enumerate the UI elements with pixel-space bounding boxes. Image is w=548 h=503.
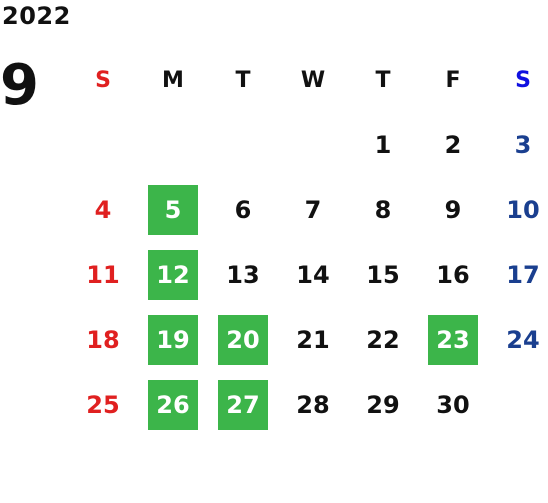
day-cell bbox=[488, 372, 548, 437]
day-cell: 30 bbox=[436, 390, 470, 419]
weekday-header-mon: M bbox=[162, 67, 184, 93]
day-cell: 3 bbox=[514, 130, 532, 159]
day-cell bbox=[138, 112, 208, 177]
day-cell: 12 bbox=[138, 242, 208, 307]
weekday-header-tue: T bbox=[235, 67, 251, 93]
calendar-grid: S M T W T F S 1 2 3 4 5 6 7 8 9 10 11 12… bbox=[68, 48, 548, 437]
day-cell: 18 bbox=[86, 325, 120, 354]
calendar-year: 2022 bbox=[2, 2, 71, 30]
highlighted-day: 20 bbox=[218, 314, 268, 365]
highlighted-day: 26 bbox=[148, 379, 198, 430]
day-cell: 22 bbox=[366, 325, 400, 354]
day-cell: 27 bbox=[208, 372, 278, 437]
day-cell: 8 bbox=[374, 195, 392, 224]
day-cell: 4 bbox=[94, 195, 112, 224]
highlighted-day: 19 bbox=[148, 314, 198, 365]
day-cell bbox=[278, 112, 348, 177]
day-cell: 20 bbox=[208, 307, 278, 372]
day-cell: 13 bbox=[226, 260, 260, 289]
day-cell: 26 bbox=[138, 372, 208, 437]
day-cell: 11 bbox=[86, 260, 120, 289]
day-cell: 10 bbox=[506, 195, 540, 224]
day-cell: 14 bbox=[296, 260, 330, 289]
weekday-header-thu: T bbox=[375, 67, 391, 93]
weekday-header-wed: W bbox=[300, 67, 326, 93]
day-cell: 7 bbox=[304, 195, 322, 224]
day-cell bbox=[208, 112, 278, 177]
day-cell: 9 bbox=[444, 195, 462, 224]
day-cell: 19 bbox=[138, 307, 208, 372]
day-cell: 2 bbox=[444, 130, 462, 159]
highlighted-day: 23 bbox=[428, 314, 478, 365]
weekday-header-sat: S bbox=[515, 67, 531, 93]
day-cell: 25 bbox=[86, 390, 120, 419]
day-cell: 16 bbox=[436, 260, 470, 289]
day-cell: 28 bbox=[296, 390, 330, 419]
day-cell: 29 bbox=[366, 390, 400, 419]
highlighted-day: 12 bbox=[148, 249, 198, 300]
weekday-header-sun: S bbox=[95, 67, 111, 93]
highlighted-day: 27 bbox=[218, 379, 268, 430]
day-cell bbox=[68, 112, 138, 177]
weekday-header-fri: F bbox=[445, 67, 461, 93]
day-cell: 17 bbox=[506, 260, 540, 289]
day-cell: 1 bbox=[374, 130, 392, 159]
calendar-month: 9 bbox=[0, 53, 39, 118]
day-cell: 6 bbox=[234, 195, 252, 224]
highlighted-day: 5 bbox=[148, 184, 198, 235]
day-cell: 15 bbox=[366, 260, 400, 289]
day-cell: 23 bbox=[418, 307, 488, 372]
day-cell: 24 bbox=[506, 325, 540, 354]
day-cell: 5 bbox=[138, 177, 208, 242]
day-cell: 21 bbox=[296, 325, 330, 354]
